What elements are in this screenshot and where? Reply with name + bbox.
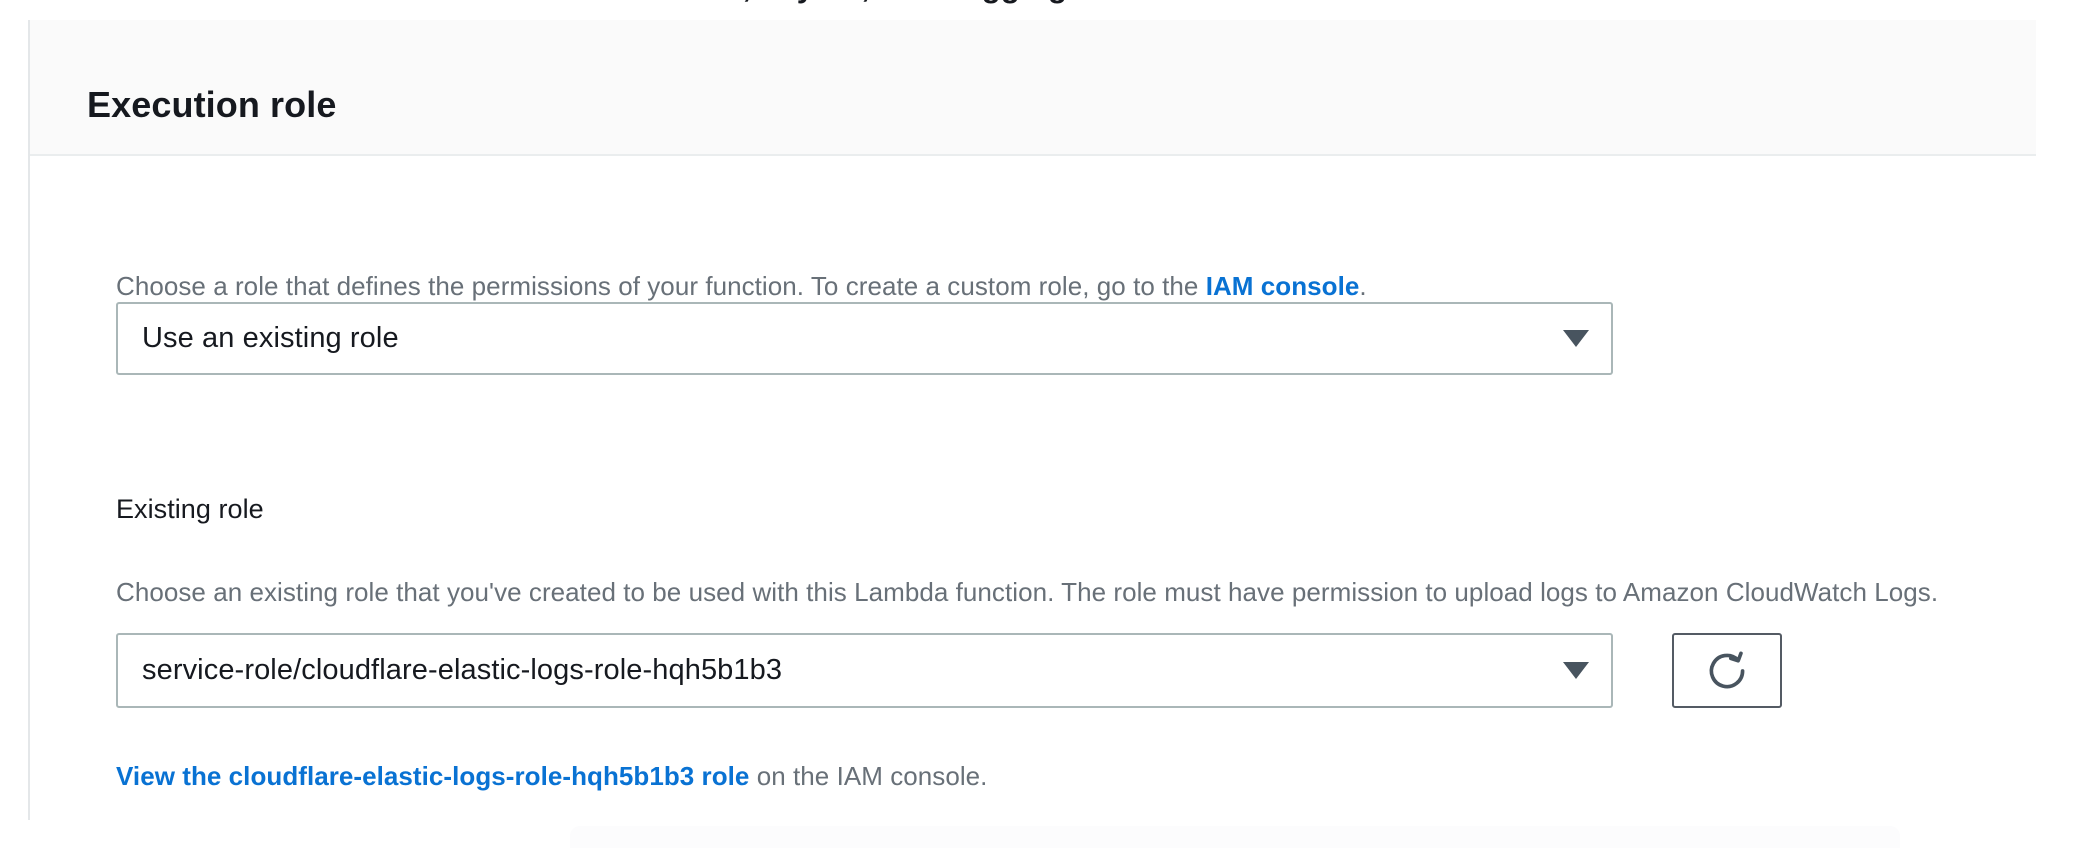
view-role-link[interactable]: View the cloudflare-elastic-logs-role-hq…: [116, 761, 750, 791]
existing-role-description: Choose an existing role that you've crea…: [116, 577, 1939, 607]
execution-role-hint-suffix: .: [1359, 271, 1367, 301]
card-body: [30, 158, 2036, 820]
execution-role-hint: Choose a role that defines the permissio…: [116, 268, 1996, 305]
page-title: Execution role: [87, 83, 337, 125]
chevron-down-icon: [1541, 662, 1611, 679]
execution-role-type-select-value: Use an existing role: [142, 322, 399, 354]
clipped-section-heading-above: Permissions, Layers, and Logging: [556, 0, 1176, 9]
iam-console-link[interactable]: IAM console: [1205, 271, 1360, 301]
existing-role-select[interactable]: service-role/cloudflare-elastic-logs-rol…: [116, 633, 1613, 708]
view-role-line: View the cloudflare-elastic-logs-role-hq…: [116, 758, 1996, 795]
partial-panel-below: [570, 826, 1900, 848]
card-header: Execution role: [30, 20, 2036, 156]
refresh-roles-button[interactable]: [1672, 633, 1782, 708]
chevron-down-icon: [1541, 330, 1611, 347]
execution-role-hint-prefix: Choose a role that defines the permissio…: [116, 271, 1206, 301]
execution-role-card: Execution role Choose a role that define…: [28, 20, 2036, 820]
view-role-suffix: on the IAM console.: [749, 761, 988, 791]
existing-role-label: Existing role: [116, 494, 264, 524]
execution-role-type-select[interactable]: Use an existing role: [116, 302, 1613, 375]
refresh-icon: [1709, 651, 1745, 688]
existing-role-select-value: service-role/cloudflare-elastic-logs-rol…: [142, 654, 783, 686]
